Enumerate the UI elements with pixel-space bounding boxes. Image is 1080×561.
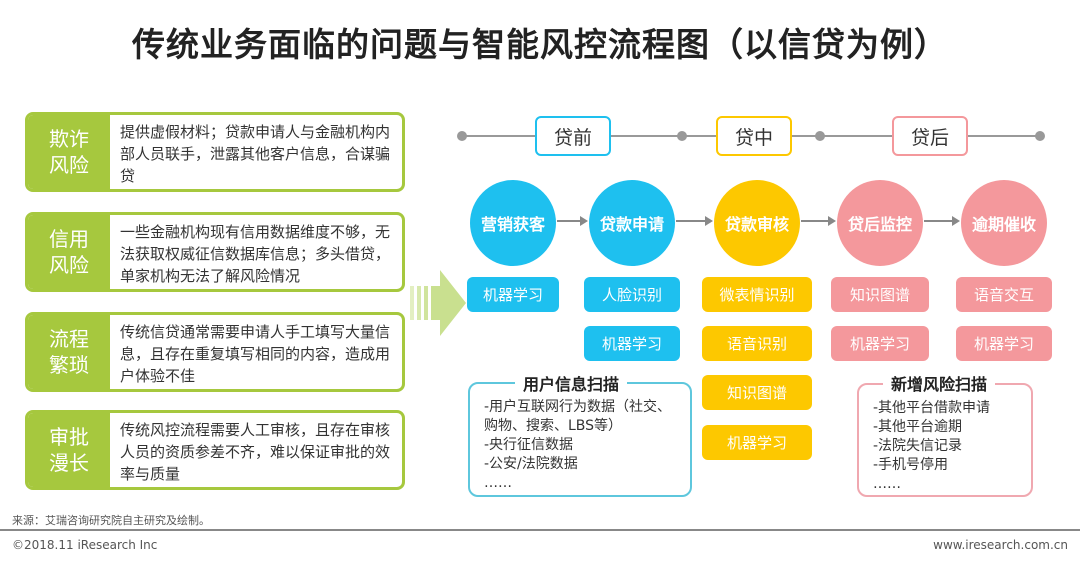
risk-card: 审批漫长传统风控流程需要人工审核，且存在审核人员的资质参差不齐，难以保证审批的效… <box>25 410 405 490</box>
footer-divider <box>0 529 1080 531</box>
new-risk-scan-box: -其他平台借款申请 -其他平台逾期 -法院失信记录 -手机号停用 …… <box>857 383 1033 497</box>
stage-circle: 逾期催收 <box>961 180 1047 266</box>
risk-description: 一些金融机构现有信用数据维度不够，无法获取权威征信数据库信息；多头借贷，单家机构… <box>120 223 391 285</box>
phase-in-loan: 贷中 <box>716 116 792 156</box>
timeline-dot <box>457 131 467 141</box>
scan-line: -央行征信数据 <box>484 437 574 453</box>
arrow-right-icon <box>557 216 588 226</box>
scan-line: …… <box>484 475 512 491</box>
risk-card: 欺诈风险提供虚假材料；贷款申请人与金融机构内部人员联手，泄露其他客户信息，合谋骗… <box>25 112 405 192</box>
tech-tag: 知识图谱 <box>702 375 812 410</box>
risk-card: 流程繁琐传统信贷通常需要申请人手工填写大量信息，且存在重复填写相同的内容，造成用… <box>25 312 405 392</box>
page-title: 传统业务面临的问题与智能风控流程图（以信贷为例） <box>132 25 948 64</box>
risk-label: 审批漫长 <box>28 413 110 487</box>
scan-line: -公安/法院数据 <box>484 456 578 472</box>
scan-line: -用户互联网行为数据（社交、购物、搜索、LBS等） <box>484 399 672 434</box>
tech-tag: 语音识别 <box>702 326 812 361</box>
arrow-right-icon <box>924 216 960 226</box>
stage-circle: 贷款审核 <box>714 180 800 266</box>
risk-description: 传统风控流程需要人工审核，且存在审核人员的资质参差不齐，难以保证审批的效率与质量 <box>120 421 391 483</box>
risk-label: 流程繁琐 <box>28 315 110 389</box>
copyright: ©2018.11 iResearch Inc <box>12 538 158 552</box>
timeline-dot <box>677 131 687 141</box>
website: www.iresearch.com.cn <box>933 538 1068 552</box>
user-info-scan-title: 用户信息扫描 <box>515 371 628 395</box>
tech-tag: 机器学习 <box>831 326 929 361</box>
tech-tag: 微表情识别 <box>702 277 812 312</box>
tech-tag: 机器学习 <box>702 425 812 460</box>
tech-tag: 人脸识别 <box>584 277 680 312</box>
stage-circle: 营销获客 <box>470 180 556 266</box>
timeline-dot <box>815 131 825 141</box>
user-info-scan-box: -用户互联网行为数据（社交、购物、搜索、LBS等） -央行征信数据 -公安/法院数据… <box>468 382 692 497</box>
scan-line: …… <box>873 476 901 492</box>
risk-description: 提供虚假材料；贷款申请人与金融机构内部人员联手，泄露其他客户信息，合谋骗贷 <box>120 123 391 185</box>
tech-tag: 知识图谱 <box>831 277 929 312</box>
new-risk-scan-title: 新增风险扫描 <box>883 371 996 395</box>
timeline-dot <box>1035 131 1045 141</box>
tech-tag: 机器学习 <box>467 277 559 312</box>
risk-label: 信用风险 <box>28 215 110 289</box>
arrow-right-icon <box>801 216 836 226</box>
stage-circle: 贷款申请 <box>589 180 675 266</box>
tech-tag: 机器学习 <box>956 326 1052 361</box>
tech-tag: 语音交互 <box>956 277 1052 312</box>
phase-post-loan: 贷后 <box>892 116 968 156</box>
scan-line: -手机号停用 <box>873 457 949 473</box>
scan-line: -其他平台逾期 <box>873 419 963 435</box>
big-arrow-icon <box>410 270 466 336</box>
stage-circle: 贷后监控 <box>837 180 923 266</box>
arrow-right-icon <box>676 216 713 226</box>
source-note: 来源：艾瑞咨询研究院自主研究及绘制。 <box>12 514 210 527</box>
tech-tag: 机器学习 <box>584 326 680 361</box>
risk-card: 信用风险一些金融机构现有信用数据维度不够，无法获取权威征信数据库信息；多头借贷，… <box>25 212 405 292</box>
risk-description: 传统信贷通常需要申请人手工填写大量信息，且存在重复填写相同的内容，造成用户体验不… <box>120 323 391 385</box>
risk-label: 欺诈风险 <box>28 115 110 189</box>
scan-line: -法院失信记录 <box>873 438 963 454</box>
phase-pre-loan: 贷前 <box>535 116 611 156</box>
scan-line: -其他平台借款申请 <box>873 400 991 416</box>
